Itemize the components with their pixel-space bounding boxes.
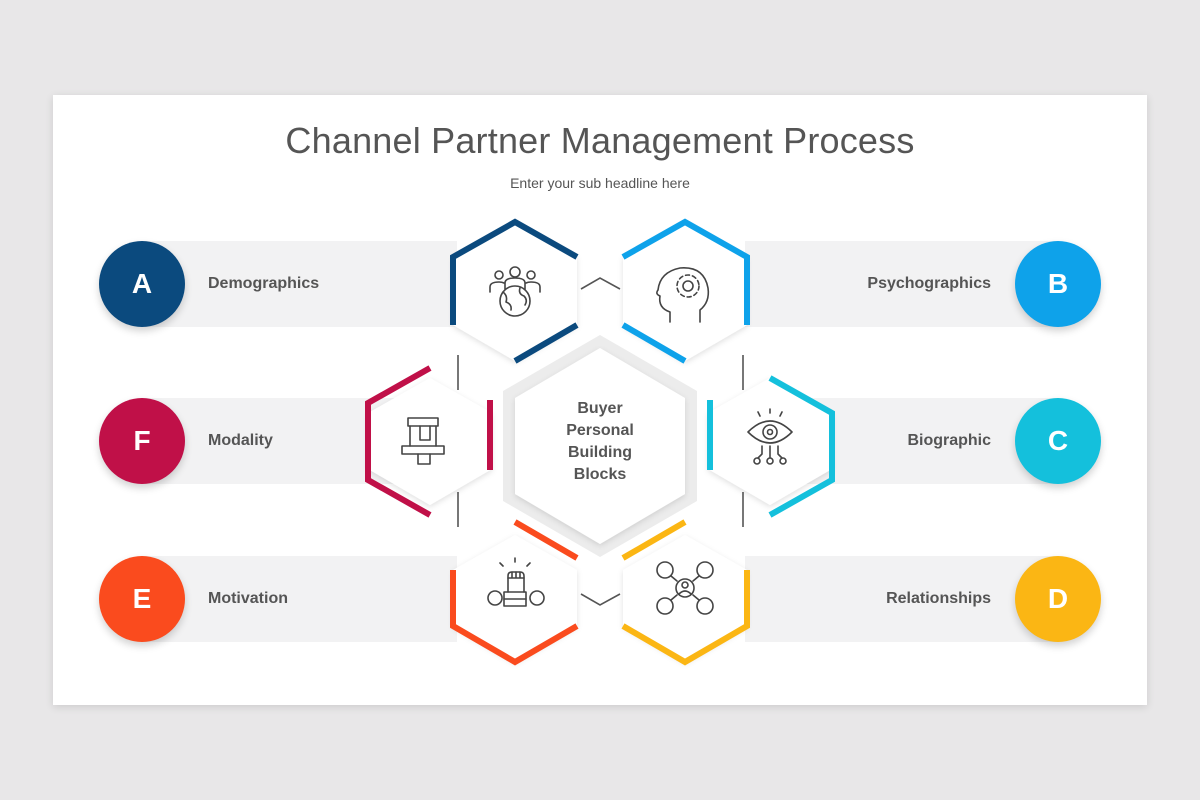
head-gear-icon bbox=[656, 267, 710, 323]
shop-counter-icon bbox=[401, 417, 445, 465]
center-label: Buyer Personal Building Blocks bbox=[540, 398, 660, 486]
band-b bbox=[745, 241, 1057, 327]
label-biographic: Biographic bbox=[907, 432, 991, 449]
hexagon-a bbox=[450, 218, 579, 364]
hexagon-c bbox=[707, 375, 835, 518]
eye-network-icon bbox=[747, 408, 793, 465]
band-d bbox=[745, 556, 1057, 642]
center-line-4: Blocks bbox=[573, 466, 627, 483]
page-title: Channel Partner Management Process bbox=[285, 120, 915, 161]
center-line-3: Building bbox=[568, 444, 632, 461]
badge-f: F bbox=[99, 398, 185, 484]
center-hexagon bbox=[503, 335, 697, 557]
center-line-2: Personal bbox=[566, 422, 634, 439]
badge-c: C bbox=[1015, 398, 1101, 484]
label-modality: Modality bbox=[208, 432, 273, 449]
label-motivation: Motivation bbox=[208, 590, 288, 607]
hexagon-f bbox=[365, 365, 493, 518]
badge-a: A bbox=[99, 241, 185, 327]
center-line-1: Buyer bbox=[577, 400, 623, 417]
fist-money-icon bbox=[487, 557, 545, 607]
label-relationships: Relationships bbox=[886, 590, 991, 607]
page-subtitle: Enter your sub headline here bbox=[510, 175, 690, 191]
badge-e: E bbox=[99, 556, 185, 642]
label-psychographics: Psychographics bbox=[867, 275, 991, 292]
hexagon-b bbox=[621, 218, 750, 364]
badge-b: B bbox=[1015, 241, 1101, 327]
band-a bbox=[142, 241, 457, 327]
global-people-icon bbox=[489, 266, 541, 317]
people-network-icon bbox=[656, 561, 714, 615]
label-demographics: Demographics bbox=[208, 275, 320, 292]
badge-d: D bbox=[1015, 556, 1101, 642]
hexagon-d bbox=[621, 519, 750, 666]
connector-lines bbox=[457, 277, 744, 606]
band-e bbox=[142, 556, 457, 642]
